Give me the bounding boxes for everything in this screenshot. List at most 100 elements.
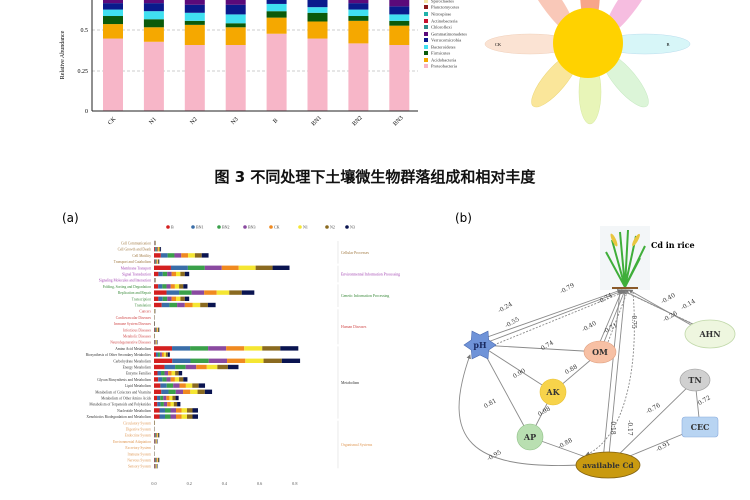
legend-label: BN3 xyxy=(248,225,256,230)
category-label: Excretory System xyxy=(125,446,151,450)
bar-segment-verrucomicrobia xyxy=(266,0,287,4)
bar-segment-n3 xyxy=(204,389,213,394)
bar-segment-n2 xyxy=(217,364,228,370)
category-label: Cell Motility xyxy=(132,254,151,258)
bar-segment-b xyxy=(154,383,161,388)
category-label: Replication and Repair xyxy=(118,291,152,295)
bar-segment-n3 xyxy=(167,352,170,357)
legend-swatch xyxy=(424,51,428,55)
bar-segment-bn3 xyxy=(155,457,157,463)
bar-segment-bn1 xyxy=(154,247,156,252)
category-label: Environmental Adaptation xyxy=(113,440,151,444)
bar-segment-bn2 xyxy=(166,383,174,388)
path-coefficient: 0.98 xyxy=(537,405,552,418)
legend-marker xyxy=(345,225,349,229)
bar-segment-n3 xyxy=(272,265,290,270)
bar-segment-b xyxy=(154,395,158,401)
bar-segment-bn1 xyxy=(164,364,176,370)
bar-segment-bn2 xyxy=(155,247,157,252)
bar-segment-proteobacteria xyxy=(184,44,205,111)
bar-segment-bn2 xyxy=(190,358,209,363)
venn-label-b: B xyxy=(666,42,669,47)
bar-segment-bn3 xyxy=(175,389,184,394)
bar-segment-n3 xyxy=(184,271,190,277)
path-edge xyxy=(483,289,630,350)
bar-segment-gemmatimonadetes xyxy=(103,0,123,4)
bar-segment-n3 xyxy=(281,358,301,363)
legend-label: Bacteroidetes xyxy=(431,45,456,50)
bar-segment-n1 xyxy=(216,290,230,295)
bar-segment-acidobacteria xyxy=(266,17,287,34)
bar-segment-b xyxy=(154,402,158,407)
bar-segment-b xyxy=(154,296,159,301)
bar-segment-bn3 xyxy=(208,358,228,363)
bar-segment-b xyxy=(154,253,161,258)
bar-segment-n2 xyxy=(172,395,176,401)
category-label: Cardiovascular Diseases xyxy=(116,316,152,320)
legend-swatch xyxy=(424,64,428,68)
bar-segment-bn2 xyxy=(169,302,178,308)
legend-label: Gemmatimonadetes xyxy=(431,32,467,37)
bar-segment-n1 xyxy=(245,358,264,363)
bar-segment-n2 xyxy=(157,327,159,332)
bar-segment-verrucomicrobia xyxy=(307,0,328,8)
legend-label: BN1 xyxy=(196,225,204,230)
bar-segment-n3 xyxy=(207,302,216,308)
path-coefficient: -0.26 xyxy=(662,310,679,324)
bar-segment-n3 xyxy=(184,296,190,301)
path-coefficient: -0.55 xyxy=(504,316,521,330)
x-tick-label: B xyxy=(272,118,279,125)
bar-segment-firmicutes xyxy=(143,19,164,28)
bar-segment-bn1 xyxy=(172,358,191,363)
bar-segment-ck xyxy=(226,346,245,351)
path-coefficient: -0.24 xyxy=(497,301,514,315)
bar-segment-bn3 xyxy=(208,346,227,351)
category-label: Sensory System xyxy=(128,465,151,469)
bar-segment-bn3 xyxy=(170,408,176,413)
path-diagram: (b) Cd in rice -0.79-0.24-0.55-0.74-0.40… xyxy=(455,211,736,479)
node-ak-label: AK xyxy=(545,387,560,397)
category-label: Metabolism of Other Amino Acids xyxy=(101,397,152,401)
legend-label: Actinobacteria xyxy=(431,19,458,24)
bar-segment-n2 xyxy=(157,433,159,438)
bar-segment-n2 xyxy=(180,271,185,277)
bar-segment-bn3 xyxy=(191,290,205,295)
bar-segment-bacteroidetes xyxy=(225,14,246,24)
bar-segment-bn2 xyxy=(161,371,165,376)
legend-label: Verrucomicrobia xyxy=(431,38,461,43)
group-label: Cellular Processes xyxy=(341,251,369,255)
bar-segment-bn2 xyxy=(175,364,186,370)
bar-segment-n2 xyxy=(262,346,281,351)
bar-segment-bn1 xyxy=(170,265,188,270)
bar-segment-bn1 xyxy=(159,408,165,413)
bar-segment-n3 xyxy=(201,253,209,258)
bar-segment-b xyxy=(154,271,159,277)
path-coefficient: 0.75 xyxy=(630,315,637,329)
x-tick-label: BN3 xyxy=(392,115,404,127)
path-coefficient: 0.74 xyxy=(540,339,555,352)
bar-segment-b xyxy=(154,371,158,376)
category-label: Signal Transduction xyxy=(122,273,151,277)
bar-segment-bn1 xyxy=(154,457,156,463)
bar-segment-bn2 xyxy=(162,296,168,301)
category-label: Infectious Diseases xyxy=(123,328,151,332)
bar-segment-acidobacteria xyxy=(389,25,410,45)
x-tick-label: N1 xyxy=(148,117,157,126)
bar-segment-n2 xyxy=(157,259,159,264)
bar-segment-proteobacteria xyxy=(143,41,164,111)
bar-segment-n1 xyxy=(163,352,166,357)
legend-label: CK xyxy=(274,225,280,230)
legend-label: Nitrospirae xyxy=(431,12,451,17)
bar-segment-bn3 xyxy=(174,253,182,258)
bar-segment-bn1 xyxy=(166,290,180,295)
path-coefficient: -0.74 xyxy=(597,292,614,306)
path-edge xyxy=(479,289,626,346)
bar-segment-bn1 xyxy=(158,284,163,289)
bar-segment-n2 xyxy=(180,296,185,301)
group-label: Environmental Information Processing xyxy=(341,273,400,277)
x-tick-label: 0.6 xyxy=(257,481,262,486)
bar-segment-bn1 xyxy=(154,259,156,264)
node-ahn-label: AHN xyxy=(698,329,720,339)
bar-segment-gemmatimonadetes xyxy=(225,0,246,5)
bar-segment-n2 xyxy=(165,352,168,357)
